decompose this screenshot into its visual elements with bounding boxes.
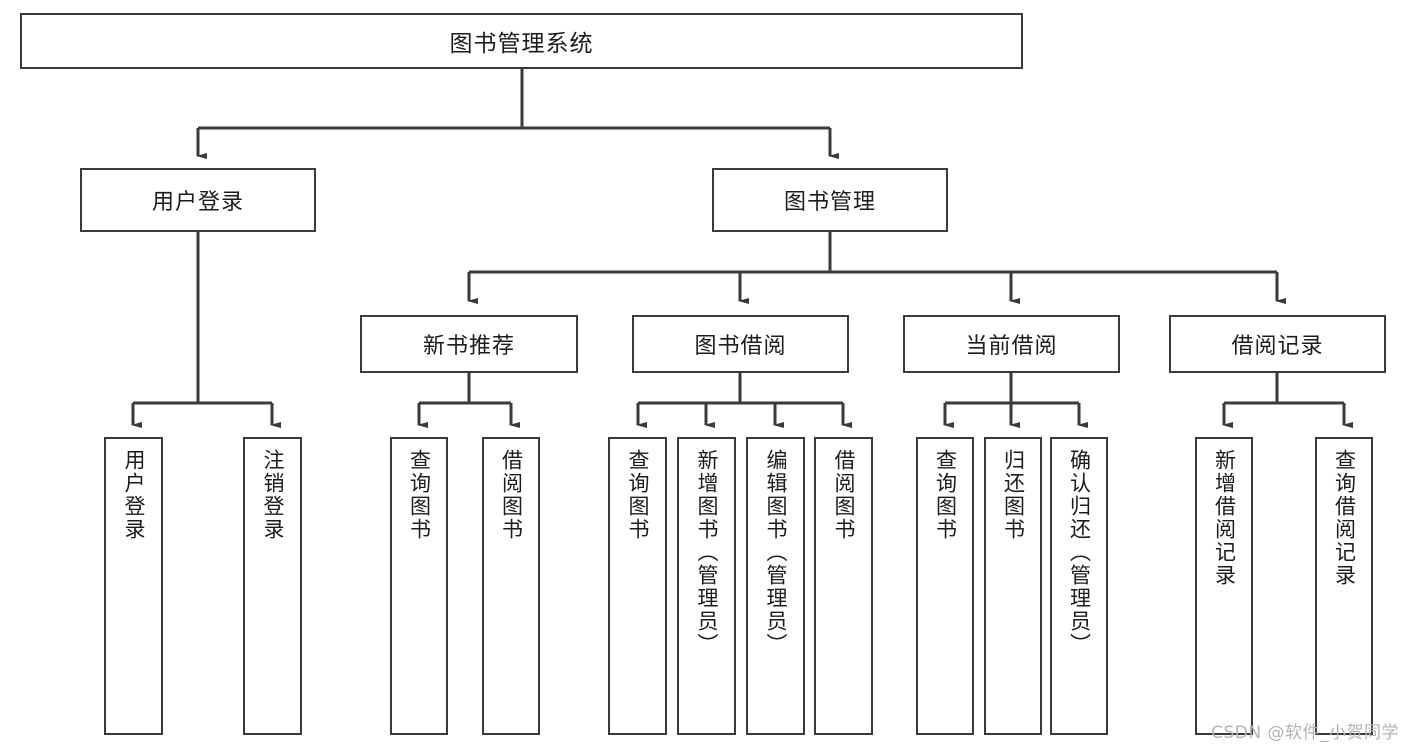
leaf-borrow-record-add[interactable]: 新增借阅记录 <box>1195 437 1253 735</box>
node-book-management[interactable]: 图书管理 <box>712 168 948 232</box>
node-user-login[interactable]: 用户登录 <box>80 168 316 232</box>
watermark: CSDN @软件_小贺同学 <box>1211 723 1399 743</box>
node-current-borrow[interactable]: 当前借阅 <box>903 315 1120 373</box>
node-label: 查询图书 <box>407 449 432 541</box>
leaf-current-borrow-search[interactable]: 查询图书 <box>916 437 974 735</box>
node-root-system[interactable]: 图书管理系统 <box>20 13 1023 69</box>
leaf-book-borrow-edit[interactable]: 编辑图书（管理员） <box>746 437 805 735</box>
leaf-current-borrow-confirm-return[interactable]: 确认归还（管理员） <box>1050 437 1108 735</box>
leaf-current-borrow-return[interactable]: 归还图书 <box>984 437 1042 735</box>
node-label: 确认归还（管理员） <box>1067 449 1092 656</box>
leaf-book-borrow-add[interactable]: 新增图书（管理员） <box>677 437 736 735</box>
node-label: 借阅记录 <box>1231 334 1324 359</box>
node-label: 图书管理 <box>783 190 876 215</box>
node-label: 新书推荐 <box>422 334 515 359</box>
leaf-user-login-login[interactable]: 用户登录 <box>104 437 163 735</box>
node-label: 查询图书 <box>933 449 958 541</box>
leaf-user-login-logout[interactable]: 注销登录 <box>243 437 302 735</box>
node-label: 图书管理系统 <box>449 31 594 57</box>
node-new-book-recommend[interactable]: 新书推荐 <box>360 315 578 373</box>
node-book-borrow[interactable]: 图书借阅 <box>632 315 849 373</box>
node-label: 用户登录 <box>122 449 146 541</box>
node-label: 归还图书 <box>1001 449 1026 541</box>
node-label: 新增借阅记录 <box>1212 449 1237 587</box>
node-label: 查询借阅记录 <box>1332 449 1357 587</box>
node-label: 当前借阅 <box>965 334 1058 359</box>
node-label: 注销登录 <box>261 449 285 541</box>
leaf-borrow-record-search[interactable]: 查询借阅记录 <box>1315 437 1373 735</box>
node-label: 图书借阅 <box>694 334 787 359</box>
node-label: 新增图书（管理员） <box>695 449 719 656</box>
leaf-book-borrow-borrow[interactable]: 借阅图书 <box>814 437 873 735</box>
leaf-book-borrow-search[interactable]: 查询图书 <box>608 437 667 735</box>
node-borrow-record[interactable]: 借阅记录 <box>1169 315 1386 373</box>
leaf-new-book-search[interactable]: 查询图书 <box>390 437 448 735</box>
node-label: 编辑图书（管理员） <box>764 449 788 656</box>
node-label: 用户登录 <box>151 190 244 215</box>
node-label: 借阅图书 <box>832 449 856 541</box>
node-label: 借阅图书 <box>499 449 524 541</box>
leaf-new-book-borrow[interactable]: 借阅图书 <box>482 437 540 735</box>
node-label: 查询图书 <box>626 449 650 541</box>
